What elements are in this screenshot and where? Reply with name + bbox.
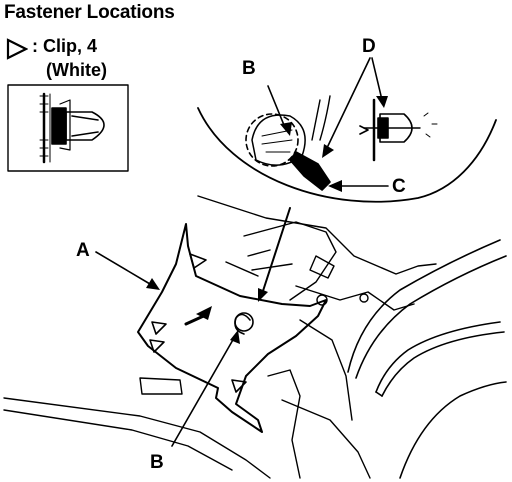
callout-b-bottom: B [150,452,164,473]
callout-c: C [392,176,406,197]
callout-a-leader [95,251,151,285]
light-assembly-detail [245,85,389,192]
clip-detail-box [7,84,129,172]
clip-legend-triangle-icon [6,38,28,60]
callout-b-bottom-leader [171,337,235,447]
zoom-circle-arc [197,107,497,203]
clip-d-detail [322,57,438,162]
trim-panel-a [137,223,327,433]
zoom-leader-line [261,207,291,295]
callout-a: A [76,240,90,261]
diagram-title: Fastener Locations [4,2,175,23]
clip-legend-label: : Clip, 4 [32,36,98,56]
quarter-glass-outline [347,239,507,479]
lower-side-trim [3,377,271,479]
callout-b-top: B [242,58,256,79]
callout-d: D [362,36,376,57]
vehicle-body-structure [197,195,437,479]
clip-legend-color: (White) [46,60,107,80]
